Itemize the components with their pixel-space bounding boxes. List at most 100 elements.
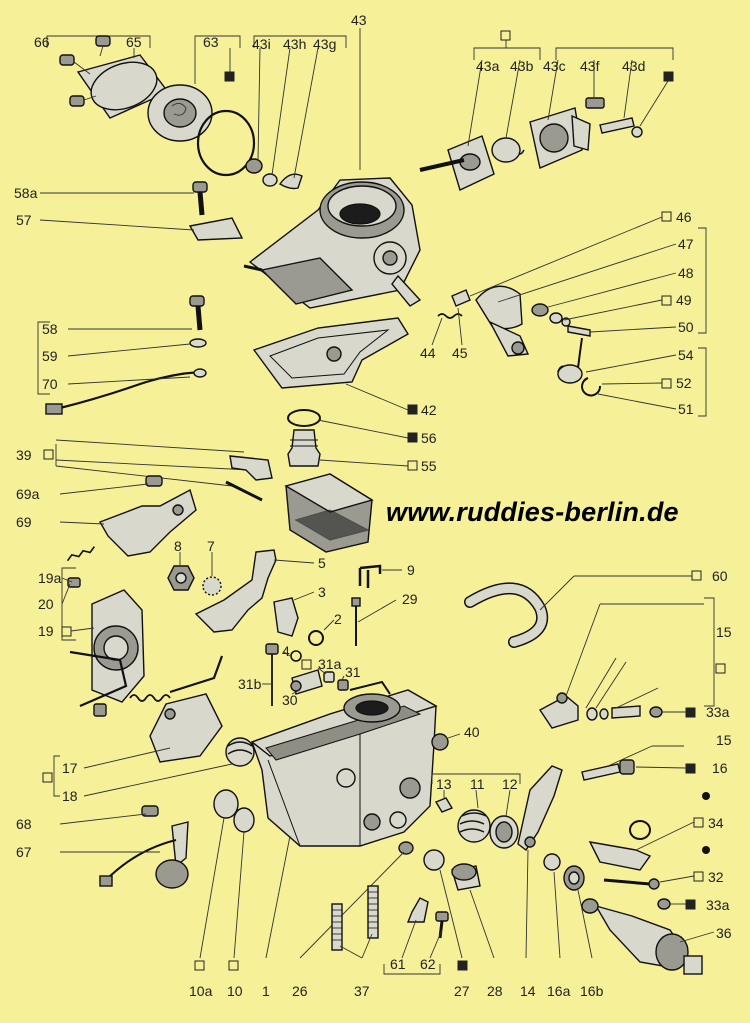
part-42-gasket <box>252 317 418 415</box>
label-12: 12 <box>502 776 518 792</box>
label-4: 4 <box>282 643 290 659</box>
part-17-18 <box>42 693 255 797</box>
spring-44 <box>437 313 463 319</box>
label-40: 40 <box>464 724 480 740</box>
screw-66-a <box>95 35 111 57</box>
part-39-float <box>43 439 374 553</box>
label-10a: 10a <box>189 983 213 999</box>
label-7: 7 <box>207 538 215 554</box>
part-43-upper-body <box>243 177 422 309</box>
parts-16a-16b <box>543 853 593 959</box>
label-26: 26 <box>292 983 308 999</box>
label-69: 69 <box>16 514 32 530</box>
label-31: 31 <box>345 664 361 680</box>
screw-66-b <box>59 54 91 75</box>
label-49: 49 <box>676 292 692 308</box>
label-43g: 43g <box>313 36 337 52</box>
label-66: 66 <box>34 34 50 50</box>
label-56: 56 <box>421 430 437 446</box>
label-33a-top: 33a <box>706 704 730 720</box>
label-11: 11 <box>470 776 485 792</box>
label-36: 36 <box>716 925 732 941</box>
parts-10a-10 <box>194 789 255 971</box>
label-69a: 69a <box>16 486 40 502</box>
label-58: 58 <box>42 321 58 337</box>
label-55: 55 <box>421 458 437 474</box>
part-19-pump <box>61 546 224 717</box>
label-17: 17 <box>62 760 78 776</box>
part-69a-69 <box>59 475 197 557</box>
part-1-main-body <box>250 680 438 959</box>
label-65: 65 <box>126 34 142 50</box>
spring-18 <box>225 737 255 767</box>
spring-43b <box>491 137 525 163</box>
label-15-lower: 15 <box>716 732 732 748</box>
label-5: 5 <box>318 555 326 571</box>
spring-linkage <box>129 694 171 702</box>
part-43c-43f-43d <box>529 59 674 169</box>
label-60: 60 <box>712 568 728 584</box>
part-43a-43b <box>419 59 525 191</box>
label-59: 59 <box>42 348 58 364</box>
label-46: 46 <box>676 209 692 225</box>
part-60-hose <box>464 570 702 648</box>
parts-26-37 <box>299 841 414 959</box>
label-42: 42 <box>421 402 437 418</box>
part-58-59-70 <box>37 295 207 415</box>
label-58a: 58a <box>14 185 38 201</box>
spring-54 <box>557 337 583 384</box>
label-43b: 43b <box>510 58 534 74</box>
label-62: 62 <box>420 956 436 972</box>
label-32: 32 <box>708 869 724 885</box>
label-31a: 31a <box>318 656 342 672</box>
label-67: 67 <box>16 844 32 860</box>
label-61: 61 <box>390 956 406 972</box>
watermark-url: www.ruddies-berlin.de <box>386 497 679 527</box>
label-27: 27 <box>454 983 470 999</box>
label-43f: 43f <box>580 58 600 74</box>
label-68: 68 <box>16 816 32 832</box>
label-34: 34 <box>708 815 724 831</box>
label-16b: 16b <box>580 983 604 999</box>
label-13: 13 <box>436 776 452 792</box>
part-63-diaphragm <box>147 48 256 177</box>
label-63: 63 <box>203 34 219 50</box>
label-43i: 43i <box>252 36 271 52</box>
parts-5-9-3-2-29 <box>194 549 402 646</box>
part-14-lever <box>517 765 563 959</box>
stud-37-a <box>331 903 343 951</box>
parts-61-62-27-28 <box>383 849 495 975</box>
part-58a-57 <box>39 181 244 241</box>
label-15-upper: 15 <box>716 624 732 640</box>
label-52: 52 <box>676 375 692 391</box>
parts-15-33a-16 <box>538 597 726 781</box>
label-43h: 43h <box>283 36 307 52</box>
label-57: 57 <box>16 212 32 228</box>
label-44: 44 <box>420 345 436 361</box>
parts-46-51 <box>431 211 707 417</box>
label-37: 37 <box>354 983 370 999</box>
label-43d: 43d <box>622 58 646 74</box>
part-8-7 <box>167 552 222 596</box>
label-2: 2 <box>334 611 342 627</box>
label-54: 54 <box>678 347 694 363</box>
label-18: 18 <box>62 788 78 804</box>
label-45: 45 <box>452 345 468 361</box>
label-9: 9 <box>407 562 415 578</box>
spring-19a <box>66 546 95 562</box>
label-16: 16 <box>712 760 728 776</box>
label-31b: 31b <box>238 676 262 692</box>
parts-13-11-12 <box>431 773 521 849</box>
label-47: 47 <box>678 236 694 252</box>
label-16a: 16a <box>547 983 571 999</box>
label-43a: 43a <box>476 58 500 74</box>
spring-11 <box>457 809 491 843</box>
label-28: 28 <box>487 983 503 999</box>
part-56-55 <box>287 409 418 471</box>
label-43: 43 <box>351 12 367 28</box>
label-3: 3 <box>318 584 326 600</box>
parts-4-31-30 <box>262 643 349 706</box>
label-33a-bottom: 33a <box>706 897 730 913</box>
